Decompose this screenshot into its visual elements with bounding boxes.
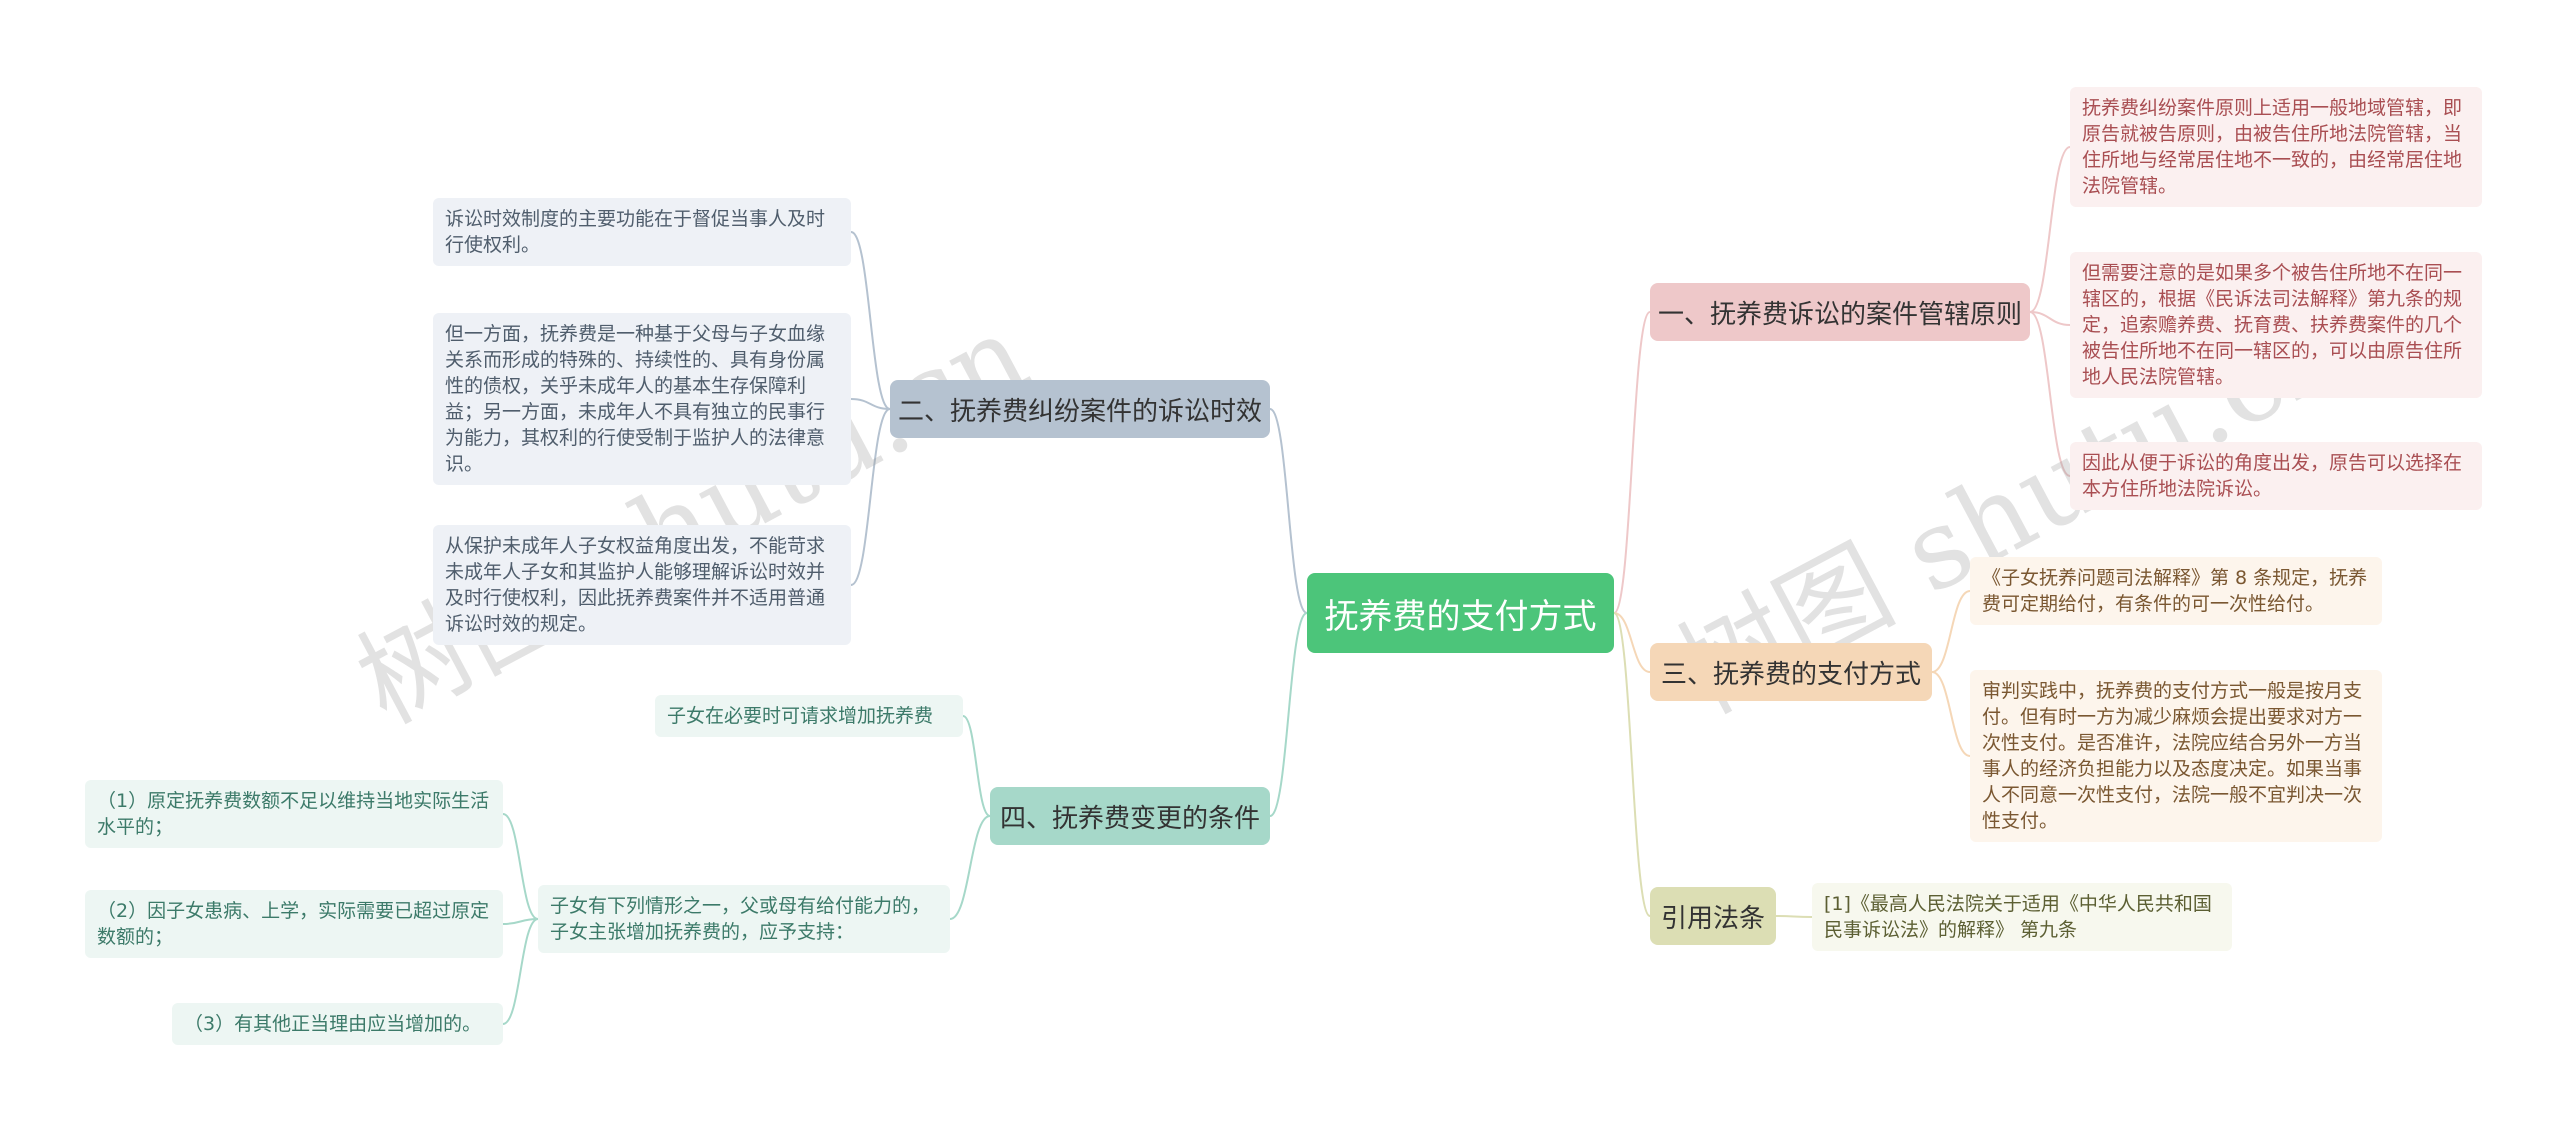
branch-connector	[1613, 311, 1651, 614]
branch-connector	[1269, 612, 1308, 817]
branch-limitation[interactable]: 二、抚养费纠纷案件的诉讼时效	[890, 380, 1270, 438]
leaf-jurisdiction-3[interactable]: 因此从便于诉讼的角度出发，原告可以选择在本方住所地法院诉讼。	[2070, 442, 2482, 510]
leaf-connector	[2029, 146, 2071, 313]
branch-change-conditions[interactable]: 四、抚养费变更的条件	[990, 787, 1270, 845]
leaf-connector	[850, 231, 891, 410]
leaf-connector	[1931, 671, 1971, 757]
leaf-change-sub-1[interactable]: （1）原定抚养费数额不足以维持当地实际生活水平的；	[85, 780, 503, 848]
leaf-limitation-3[interactable]: 从保护未成年人子女权益角度出发，不能苛求未成年人子女和其监护人能够理解诉讼时效并…	[433, 525, 851, 645]
leaf-connector	[1931, 590, 1971, 673]
sub-leaf-connector	[502, 918, 539, 925]
branch-payment-method[interactable]: 三、抚养费的支付方式	[1650, 643, 1932, 701]
leaf-change-sub-3[interactable]: （3）有其他正当理由应当增加的。	[172, 1003, 503, 1045]
leaf-change-2[interactable]: 子女有下列情形之一，父或母有给付能力的，子女主张增加抚养费的，应予支持：	[538, 885, 950, 953]
leaf-connector	[850, 398, 891, 410]
sub-leaf-connector	[502, 813, 539, 920]
leaf-connector	[962, 715, 991, 817]
leaf-connector	[2029, 311, 2071, 477]
leaf-limitation-2[interactable]: 但一方面，抚养费是一种基于父母与子女血缘关系而形成的特殊的、持续性的、具有身份属…	[433, 313, 851, 485]
branch-cited-law[interactable]: 引用法条	[1650, 887, 1776, 945]
leaf-payment-1[interactable]: 《子女抚养问题司法解释》第 8 条规定，抚养费可定期给付，有条件的可一次性给付。	[1970, 557, 2382, 625]
branch-connector	[1613, 612, 1651, 917]
branch-jurisdiction[interactable]: 一、抚养费诉讼的案件管辖原则	[1650, 283, 2030, 341]
leaf-connector	[850, 408, 891, 586]
branch-connector	[1269, 408, 1308, 614]
leaf-cited-law-1[interactable]: [1]《最高人民法院关于适用《中华人民共和国民事诉讼法》的解释》 第九条	[1812, 883, 2232, 951]
leaf-change-1[interactable]: 子女在必要时可请求增加抚养费	[655, 695, 963, 737]
leaf-connector	[2029, 311, 2071, 326]
leaf-jurisdiction-2[interactable]: 但需要注意的是如果多个被告住所地不在同一辖区的，根据《民诉法司法解释》第九条的规…	[2070, 252, 2482, 398]
leaf-change-sub-2[interactable]: （2）因子女患病、上学，实际需要已超过原定数额的；	[85, 890, 503, 958]
leaf-connector	[949, 815, 991, 920]
branch-connector	[1613, 612, 1651, 673]
sub-leaf-connector	[502, 918, 539, 1025]
root-topic[interactable]: 抚养费的支付方式	[1307, 573, 1614, 653]
leaf-payment-2[interactable]: 审判实践中，抚养费的支付方式一般是按月支付。但有时一方为减少麻烦会提出要求对方一…	[1970, 670, 2382, 842]
leaf-connector	[1775, 915, 1813, 918]
leaf-limitation-1[interactable]: 诉讼时效制度的主要功能在于督促当事人及时行使权利。	[433, 198, 851, 266]
leaf-jurisdiction-1[interactable]: 抚养费纠纷案件原则上适用一般地域管辖，即原告就被告原则，由被告住所地法院管辖，当…	[2070, 87, 2482, 207]
